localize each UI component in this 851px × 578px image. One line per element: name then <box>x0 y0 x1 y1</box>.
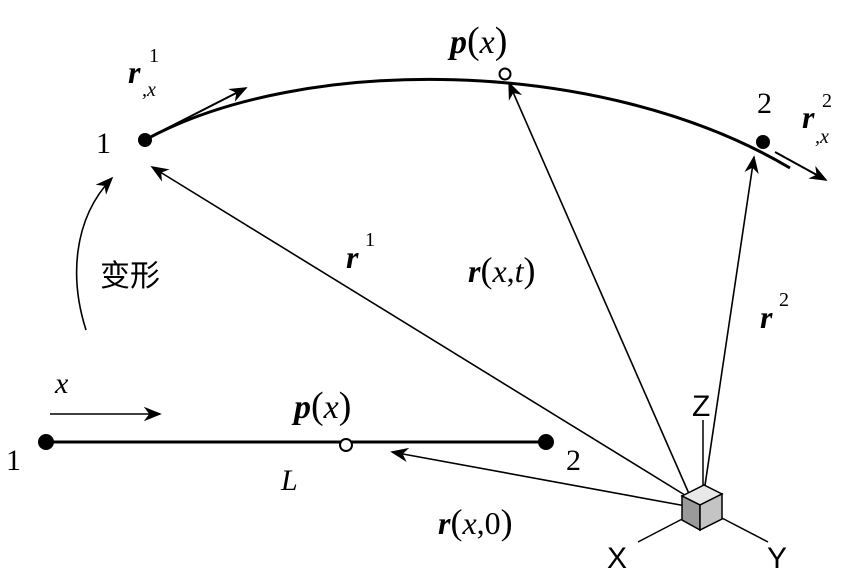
node-2-undeformed <box>538 434 554 450</box>
svg-text:,x: ,x <box>142 79 156 101</box>
tangent-arrow-1 <box>149 87 248 138</box>
label-r-x-1: r 1 ,x <box>128 45 159 101</box>
label-p-x-bottom: p(x) <box>291 385 351 427</box>
svg-text:r: r <box>760 299 773 335</box>
label-r-x-0: r(x,0) <box>438 502 513 542</box>
svg-text:2: 2 <box>822 90 832 112</box>
deform-arrow <box>75 176 114 331</box>
svg-text:2: 2 <box>779 289 789 311</box>
label-r-x-t: r(x,t) <box>468 250 536 290</box>
axis-x-line <box>637 515 689 543</box>
label-deform: 变形 <box>100 260 160 293</box>
svg-text:r: r <box>128 54 141 90</box>
label-axis-x: X <box>607 542 627 575</box>
label-node-1-top: 1 <box>96 127 111 160</box>
label-node-1-bottom: 1 <box>6 444 21 477</box>
label-p-x-top: p(x) <box>447 20 507 62</box>
point-p-deformed <box>498 67 512 81</box>
node-2-deformed <box>756 135 770 149</box>
axis-y-line <box>717 515 769 543</box>
svg-text:r: r <box>346 239 359 275</box>
label-r-x-2: r 2 ,x <box>802 90 832 148</box>
label-node-2-bottom: 2 <box>566 444 581 477</box>
vector-r-x-0 <box>390 447 687 507</box>
node-1-undeformed <box>38 434 54 450</box>
svg-text:r: r <box>802 99 815 135</box>
svg-text:1: 1 <box>365 229 375 251</box>
vector-r-x-t <box>508 81 691 497</box>
vector-r1 <box>150 166 689 498</box>
point-p-undeformed <box>339 438 353 452</box>
origin-cube-icon <box>680 484 724 532</box>
svg-text:1: 1 <box>149 45 159 67</box>
vector-r2 <box>703 155 759 493</box>
deformed-beam-curve <box>144 77 791 170</box>
label-length: L <box>280 464 298 497</box>
label-x-axis: x <box>54 367 69 400</box>
node-1-deformed <box>138 133 152 147</box>
label-node-2-top: 2 <box>757 87 772 120</box>
label-r2: r 2 <box>760 289 789 335</box>
label-r1: r 1 <box>346 229 375 275</box>
label-axis-z: Z <box>692 390 710 423</box>
svg-text:,x: ,x <box>815 126 829 148</box>
label-axis-y: Y <box>767 542 787 575</box>
tangent-arrow-2 <box>774 151 828 181</box>
